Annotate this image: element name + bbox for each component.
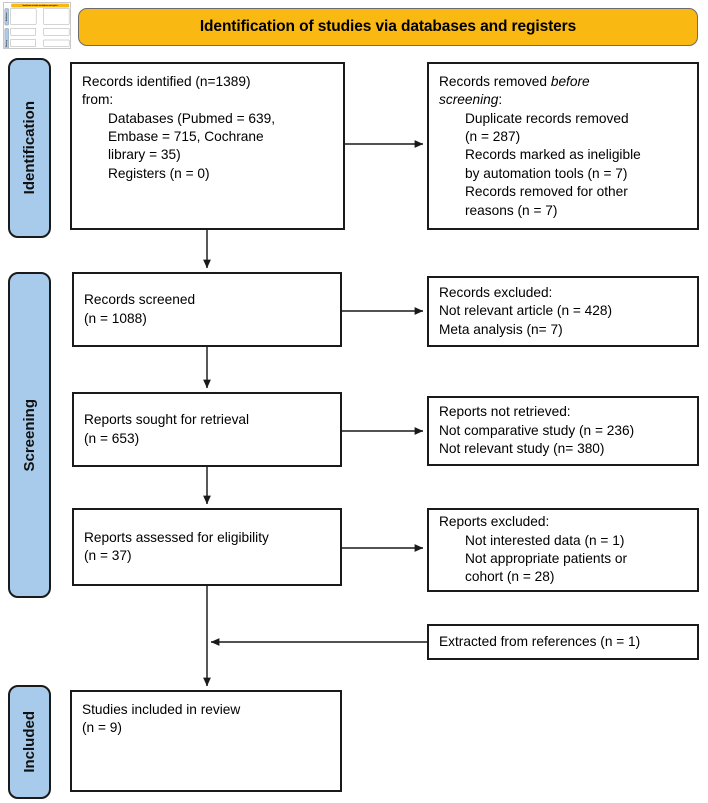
extracted-line-1: Extracted from references (n = 1): [439, 633, 641, 649]
reports-assessed-line-2: (n = 37): [84, 548, 132, 563]
reports-not-retrieved-line-2: Not comparative study (n = 236): [439, 422, 635, 438]
studies-included-line-2: (n = 9): [82, 720, 122, 736]
stage-label-identification-text: Identification: [21, 101, 38, 195]
reports-not-retrieved-line-3: Not relevant study (n= 380): [439, 441, 605, 457]
records-removed-line-2-a: screening: [439, 92, 499, 108]
records-removed-line-2-b: :: [498, 92, 503, 108]
reports-excluded-line-1: Reports excluded:: [439, 514, 550, 530]
records-removed-line-1: Records removed before: [439, 73, 687, 91]
stage-label-included: Included: [8, 685, 51, 799]
thumb-banner: Identification of studies via databases …: [11, 3, 70, 8]
reports-sought-line-1: Reports sought for retrieval: [84, 412, 250, 428]
thumb-banner-text: Identification of studies via databases …: [22, 4, 58, 7]
thumbnail-content: Identification of studies via databases …: [4, 3, 70, 48]
stage-label-identification: Identification: [8, 58, 51, 238]
box-records-identified: Records identified (n=1389) from: Databa…: [70, 62, 345, 230]
records-removed-line-7: Records removed for other: [465, 184, 628, 200]
box-reports-assessed: Reports assessed for eligibility (n = 37…: [72, 508, 342, 586]
records-removed-line-8: reasons (n = 7): [465, 202, 558, 218]
thumb-stage-identification: Identification: [4, 8, 9, 26]
records-removed-line-6: by automation tools (n = 7): [465, 165, 628, 181]
stage-label-included-text: Included: [21, 711, 38, 773]
box-reports-excluded: Reports excluded: Not interested data (n…: [427, 508, 699, 592]
records-identified-line-6: Registers (n = 0): [108, 165, 210, 181]
reports-sought-line-2: (n = 653): [84, 430, 140, 446]
records-identified-line-4: Embase = 715, Cochrane: [108, 129, 264, 145]
thumb-box: [43, 39, 70, 47]
box-records-removed: Records removed before screening: Duplic…: [427, 62, 699, 230]
diagram-banner: Identification of studies via databases …: [78, 8, 698, 46]
diagram-thumbnail-preview[interactable]: Identification of studies via databases …: [3, 2, 71, 49]
records-identified-line-1: Records identified (n=1389): [82, 74, 251, 89]
thumb-box: [43, 28, 70, 36]
records-identified-line-5: library = 35): [108, 147, 181, 163]
thumb-box: [10, 39, 36, 47]
thumb-stage-screening: Screening: [4, 28, 9, 48]
records-removed-line-4: (n = 287): [465, 129, 521, 145]
records-removed-line-2: screening:: [439, 91, 687, 109]
thumb-box: [10, 8, 37, 25]
box-reports-not-retrieved: Reports not retrieved: Not comparative s…: [427, 396, 699, 466]
reports-excluded-line-4: cohort (n = 28): [465, 569, 555, 585]
stage-label-screening-text: Screening: [21, 398, 38, 472]
thumb-box: [10, 28, 36, 36]
records-removed-line-5: Records marked as ineligible: [465, 147, 641, 163]
thumb-box: [43, 8, 70, 25]
box-records-excluded: Records excluded: Not relevant article (…: [427, 276, 699, 347]
studies-included-line-1: Studies included in review: [82, 702, 241, 717]
stage-label-screening: Screening: [8, 272, 51, 598]
records-removed-line-3: Duplicate records removed: [465, 110, 629, 126]
box-records-screened: Records screened (n = 1088): [72, 272, 342, 347]
records-excluded-line-1: Records excluded:: [439, 284, 553, 300]
reports-excluded-line-3: Not appropriate patients or: [465, 551, 628, 566]
banner-title: Identification of studies via databases …: [199, 18, 577, 35]
reports-assessed-line-1: Reports assessed for eligibility: [84, 529, 269, 545]
records-screened-line-2: (n = 1088): [84, 310, 147, 326]
reports-excluded-line-2: Not interested data (n = 1): [465, 532, 625, 548]
box-reports-sought: Reports sought for retrieval (n = 653): [72, 392, 342, 467]
box-extracted-from-references: Extracted from references (n = 1): [427, 624, 699, 660]
records-identified-line-2: from:: [82, 92, 114, 108]
records-screened-line-1: Records screened: [84, 292, 196, 308]
records-removed-line-1-b: before: [550, 74, 590, 89]
records-excluded-line-3: Meta analysis (n= 7): [439, 321, 563, 337]
records-identified-line-3: Databases (Pubmed = 639,: [108, 110, 276, 126]
box-studies-included: Studies included in review (n = 9): [70, 690, 342, 792]
reports-not-retrieved-line-1: Reports not retrieved:: [439, 404, 571, 420]
records-removed-line-1-a: Records removed: [439, 74, 551, 89]
records-excluded-line-2: Not relevant article (n = 428): [439, 303, 613, 319]
